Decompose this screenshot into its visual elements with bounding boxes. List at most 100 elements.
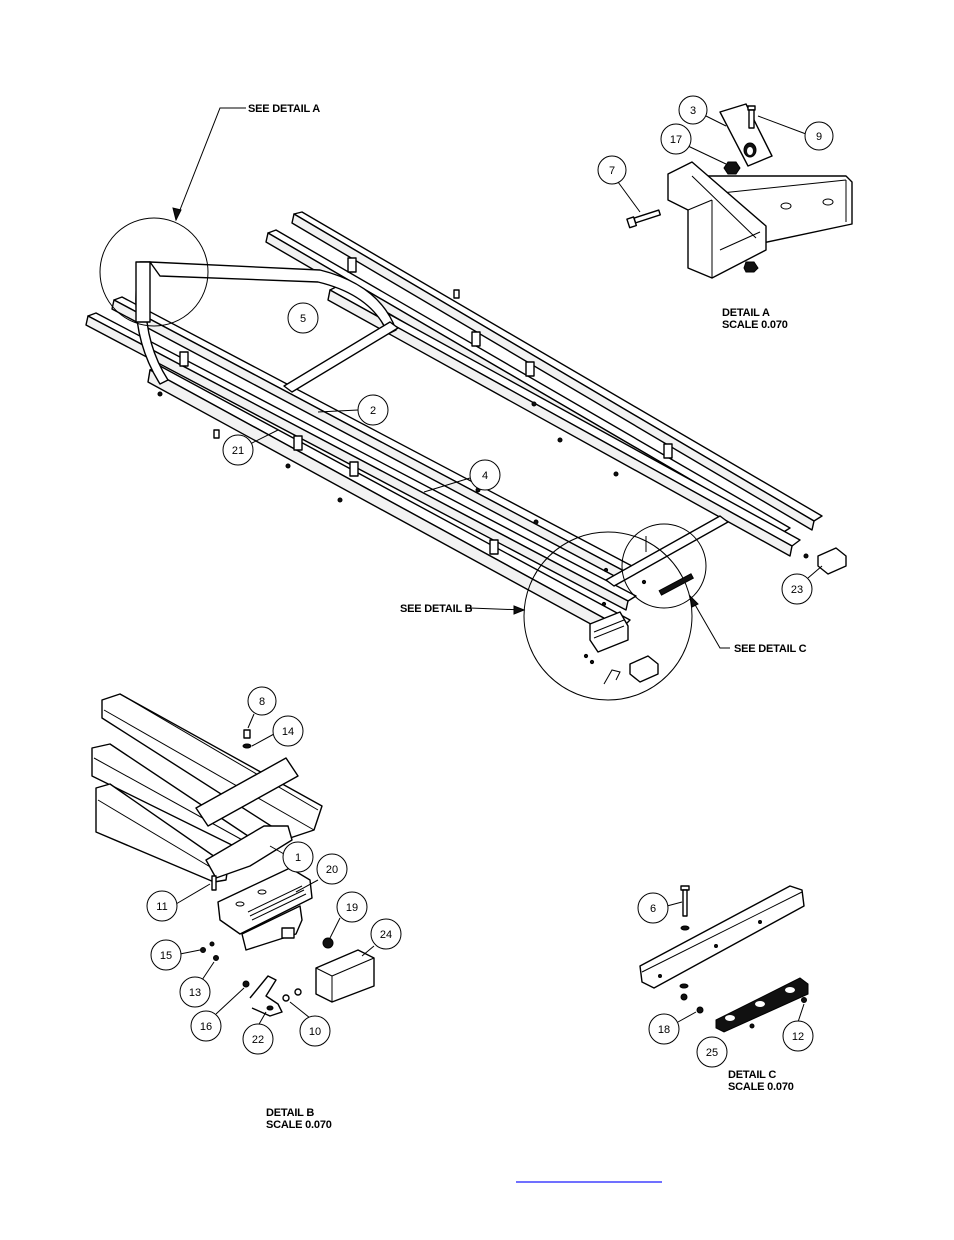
detail-b-circle: [523, 531, 693, 701]
see-detail-a-leader: [175, 107, 246, 221]
detail-b-washer-14: [242, 743, 252, 749]
svg-text:3: 3: [690, 105, 696, 117]
balloon-20: 20: [295, 853, 348, 893]
balloon-8: 8: [247, 686, 277, 729]
detail-c-scale: SCALE 0.070: [728, 1081, 794, 1093]
detail-c-light-bar-25: [715, 977, 809, 1033]
svg-text:22: 22: [252, 1034, 264, 1046]
taillight-block-left: [629, 655, 659, 683]
detail-c-screw-12: [801, 997, 807, 1003]
svg-text:10: 10: [309, 1026, 321, 1038]
balloon-14: 14: [251, 715, 304, 747]
svg-text:13: 13: [189, 987, 201, 999]
balloon-12: 12: [782, 1003, 814, 1052]
svg-text:12: 12: [792, 1031, 804, 1043]
detail-a-bolt-9: [747, 105, 756, 129]
tongue-yoke: [149, 261, 397, 335]
svg-text:15: 15: [160, 950, 172, 962]
detail-a-circle: [99, 217, 209, 327]
bunk-clip-top: [453, 289, 460, 299]
cross-member-front: [283, 321, 399, 393]
balloon-18: 18: [648, 1011, 697, 1045]
svg-text:19: 19: [346, 902, 358, 914]
balloon-25: 25: [696, 1036, 728, 1068]
svg-text:23: 23: [791, 584, 803, 596]
svg-text:1: 1: [295, 852, 301, 864]
detail-a-bolt-7: [626, 209, 661, 229]
detail-b-bolt-8: [243, 729, 251, 739]
balloon-7: 7: [597, 155, 641, 213]
svg-text:20: 20: [326, 864, 338, 876]
detail-b-title: DETAIL B: [266, 1107, 314, 1119]
balloon-21: 21: [222, 429, 279, 466]
see-detail-c-label: SEE DETAIL C: [734, 643, 807, 655]
balloon-17: 17: [660, 123, 727, 165]
balloon-23: 23: [781, 565, 823, 605]
svg-text:9: 9: [816, 131, 822, 143]
detail-c: 6 18 25 12 DETAIL C SCALE 0.070: [637, 885, 814, 1093]
detail-a-nut-17: [723, 161, 741, 175]
svg-text:21: 21: [232, 445, 244, 457]
frame-rail-right-side: [327, 289, 793, 557]
detail-b-screw-10: [282, 988, 302, 1002]
balloon-22: 22: [242, 1011, 274, 1055]
detail-b-scale: SCALE 0.070: [266, 1119, 332, 1131]
see-detail-b-label: SEE DETAIL B: [400, 603, 473, 615]
svg-text:5: 5: [300, 313, 306, 325]
svg-text:25: 25: [706, 1047, 718, 1059]
balloon-2: 2: [317, 394, 389, 426]
detail-b-cross-member: [195, 757, 299, 827]
balloon-19: 19: [329, 891, 368, 939]
detail-a: 3 9 17 7 DETAIL A SCALE 0.070: [597, 95, 853, 331]
svg-text:11: 11: [156, 901, 167, 913]
svg-text:4: 4: [482, 470, 488, 482]
cross-member-rear: [605, 515, 729, 587]
svg-text:6: 6: [650, 903, 656, 915]
hardware-dots: [157, 391, 809, 559]
detail-c-preview-lightbar: [658, 573, 694, 596]
balloon-6: 6: [637, 892, 683, 924]
detail-a-nut-bottom: [743, 261, 759, 273]
svg-text:24: 24: [380, 929, 392, 941]
detail-b-nut-13: [213, 955, 219, 961]
main-balloons: 5 2 21 4 23: [222, 302, 823, 605]
detail-b-bracket-22: [249, 975, 283, 1017]
detail-c-nut-18: [696, 1006, 704, 1014]
winch-post: [135, 261, 151, 323]
bunk-brackets: [179, 257, 673, 555]
balloon-1: 1: [269, 841, 314, 873]
detail-a-plate-3: [719, 103, 773, 167]
svg-text:8: 8: [259, 696, 265, 708]
svg-text:7: 7: [609, 165, 615, 177]
detail-b-bolt-11: [211, 875, 217, 891]
detail-b-preview-bracket: [603, 669, 621, 685]
bunk-board-left-outer: [87, 312, 637, 602]
see-detail-c-leader: [689, 595, 730, 649]
detail-b-plate-20-grip: [247, 885, 307, 921]
balloon-3: 3: [678, 95, 727, 127]
balloon-15: 15: [150, 939, 201, 971]
detail-a-title: DETAIL A: [722, 307, 770, 319]
detail-c-title: DETAIL C: [728, 1069, 776, 1081]
see-detail-a-label: SEE DETAIL A: [248, 103, 320, 115]
svg-text:2: 2: [370, 405, 376, 417]
svg-text:18: 18: [658, 1024, 670, 1036]
bunk-clip-left: [213, 429, 220, 439]
balloon-24: 24: [361, 918, 402, 957]
balloon-5: 5: [287, 302, 319, 334]
detail-b-nut-16: [242, 980, 250, 988]
svg-text:14: 14: [282, 726, 294, 738]
balloon-4: 4: [423, 459, 501, 493]
main-assembly: [85, 211, 847, 701]
balloon-10: 10: [289, 1001, 331, 1047]
svg-text:16: 16: [200, 1021, 212, 1033]
taillight-block-right: [817, 547, 847, 575]
detail-c-bolt-6: [680, 885, 690, 917]
svg-text:17: 17: [670, 134, 682, 146]
detail-a-scale: SCALE 0.070: [722, 319, 788, 331]
detail-b-lower-bracket: [241, 905, 303, 951]
balloon-13: 13: [179, 961, 215, 1008]
detail-b-nut-15: [200, 947, 206, 953]
